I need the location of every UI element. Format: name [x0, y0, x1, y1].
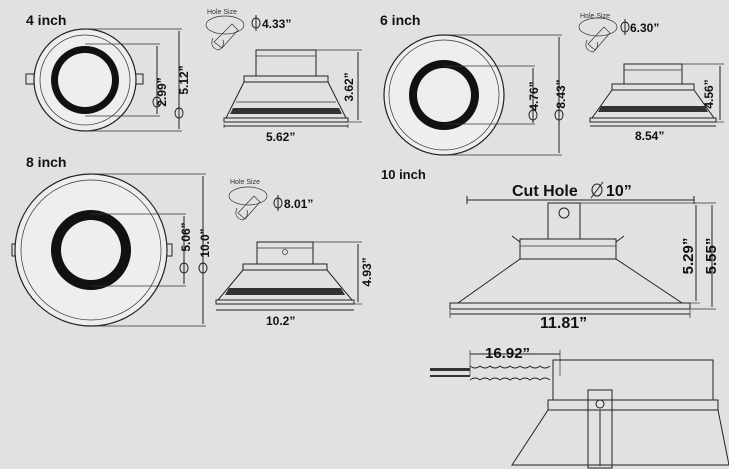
model-4-top-view — [25, 28, 182, 132]
model-6-hole: 6.30” — [630, 21, 659, 35]
model-4-outer-diameter: 5.12” — [177, 65, 191, 94]
model-8-title: 8 inch — [26, 154, 66, 170]
phi-symbol-icon — [251, 15, 261, 31]
model-4-inch: 4 inch 2.99” 5.12” Hole Size 4.3 — [25, 9, 362, 144]
model-6-title: 6 inch — [380, 12, 420, 28]
phi-symbol-icon — [198, 260, 208, 276]
phi-symbol-icon — [179, 260, 189, 276]
model-4-height: 3.62” — [342, 72, 356, 101]
model-10-cut-hole-value: 10” — [606, 183, 632, 200]
model-10-side-view — [449, 202, 716, 318]
hole-saw-icon — [578, 17, 618, 53]
model-6-inch: 6 inch 4.76” 8.43” Hole Size 6.30” — [380, 12, 724, 156]
model-8-top-view — [11, 173, 206, 327]
model-4-hole-size-label: Hole Size — [207, 9, 237, 16]
model-6-width: 8.54” — [635, 129, 664, 143]
model-4-inner-diameter: 2.99” — [155, 77, 169, 106]
phi-symbol-icon — [590, 181, 604, 199]
model-8-inch: 8 inch 5.06” 10.0” Hole Size 8.01” — [11, 154, 374, 328]
phi-symbol-icon — [273, 195, 283, 211]
phi-symbol-icon — [554, 107, 564, 123]
model-6-outer-diameter: 8.43” — [554, 79, 568, 108]
model-6-top-view — [383, 34, 562, 156]
model-6-inner-diameter: 4.76” — [527, 81, 541, 110]
model-8-hole-size-label: Hole Size — [230, 179, 260, 186]
model-10-inch: 10 inch Cut Hole 10” 11.81” — [381, 167, 729, 469]
model-8-inner-diameter: 5.06” — [179, 222, 193, 251]
model-6-hole-size-label: Hole Size — [580, 13, 610, 20]
model-6-side-view — [589, 63, 724, 127]
phi-symbol-icon — [620, 19, 630, 35]
model-10-width: 11.81” — [540, 315, 587, 332]
model-8-height: 4.93” — [360, 257, 374, 286]
model-8-side-view — [215, 241, 362, 311]
model-6-height: 4.56” — [702, 79, 716, 108]
model-4-title: 4 inch — [26, 12, 66, 28]
model-10-height-outer: 5.55” — [703, 238, 720, 275]
model-4-side-view — [223, 49, 362, 128]
phi-symbol-icon — [152, 94, 162, 110]
phi-symbol-icon — [528, 107, 538, 123]
model-8-width: 10.2” — [266, 314, 295, 328]
model-8-hole: 8.01” — [284, 197, 313, 211]
hole-saw-icon — [228, 186, 268, 221]
model-10-title: 10 inch — [381, 167, 426, 182]
model-10-cut-hole-label: Cut Hole — [512, 183, 578, 200]
hole-saw-icon — [205, 15, 245, 51]
phi-symbol-icon — [174, 105, 184, 121]
model-4-hole: 4.33” — [262, 17, 291, 31]
model-8-outer-diameter: 10.0” — [198, 228, 212, 257]
model-4-width: 5.62” — [266, 130, 295, 144]
model-10-height-inner: 5.29” — [680, 238, 697, 275]
model-10-cable-detail — [430, 350, 729, 469]
model-10-cable-length: 16.92” — [485, 345, 530, 362]
